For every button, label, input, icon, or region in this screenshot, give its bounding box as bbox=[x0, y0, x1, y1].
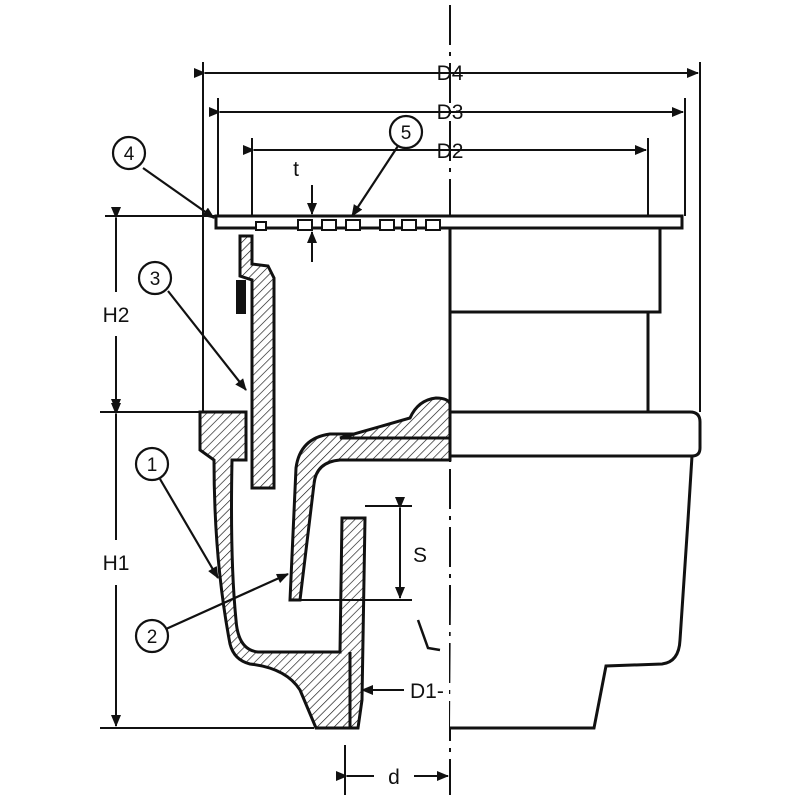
dimension-lines bbox=[100, 62, 701, 795]
part-callout-4: 4 bbox=[111, 135, 147, 171]
label-h2: H2 bbox=[103, 304, 130, 327]
body-section-view bbox=[198, 214, 684, 730]
label-s: S bbox=[413, 544, 427, 567]
label-d3: D3 bbox=[437, 101, 464, 124]
label-d: d bbox=[388, 766, 400, 789]
label-d1: D1- bbox=[410, 680, 444, 703]
part-callout-1: 1 bbox=[134, 446, 170, 482]
part-number-1: 1 bbox=[147, 455, 158, 476]
label-t: t bbox=[293, 158, 299, 181]
label-h1: H1 bbox=[103, 552, 130, 575]
part-callout-3: 3 bbox=[137, 260, 173, 296]
part-callout-5: 5 bbox=[388, 114, 424, 150]
part-number-2: 2 bbox=[147, 627, 158, 648]
part-number-5: 5 bbox=[401, 123, 412, 144]
body-outside-view bbox=[416, 226, 702, 730]
leader-lines bbox=[142, 145, 399, 631]
part-number-3: 3 bbox=[150, 269, 161, 290]
part-number-4: 4 bbox=[124, 144, 135, 165]
dimension-labels: D4 D3 D2 t H2 H1 S D1- d bbox=[103, 62, 464, 789]
part-callout-2: 2 bbox=[134, 618, 170, 654]
label-d4: D4 bbox=[437, 62, 464, 85]
label-d2: D2 bbox=[437, 140, 464, 163]
part-callouts: 4 5 3 1 2 bbox=[111, 114, 424, 654]
